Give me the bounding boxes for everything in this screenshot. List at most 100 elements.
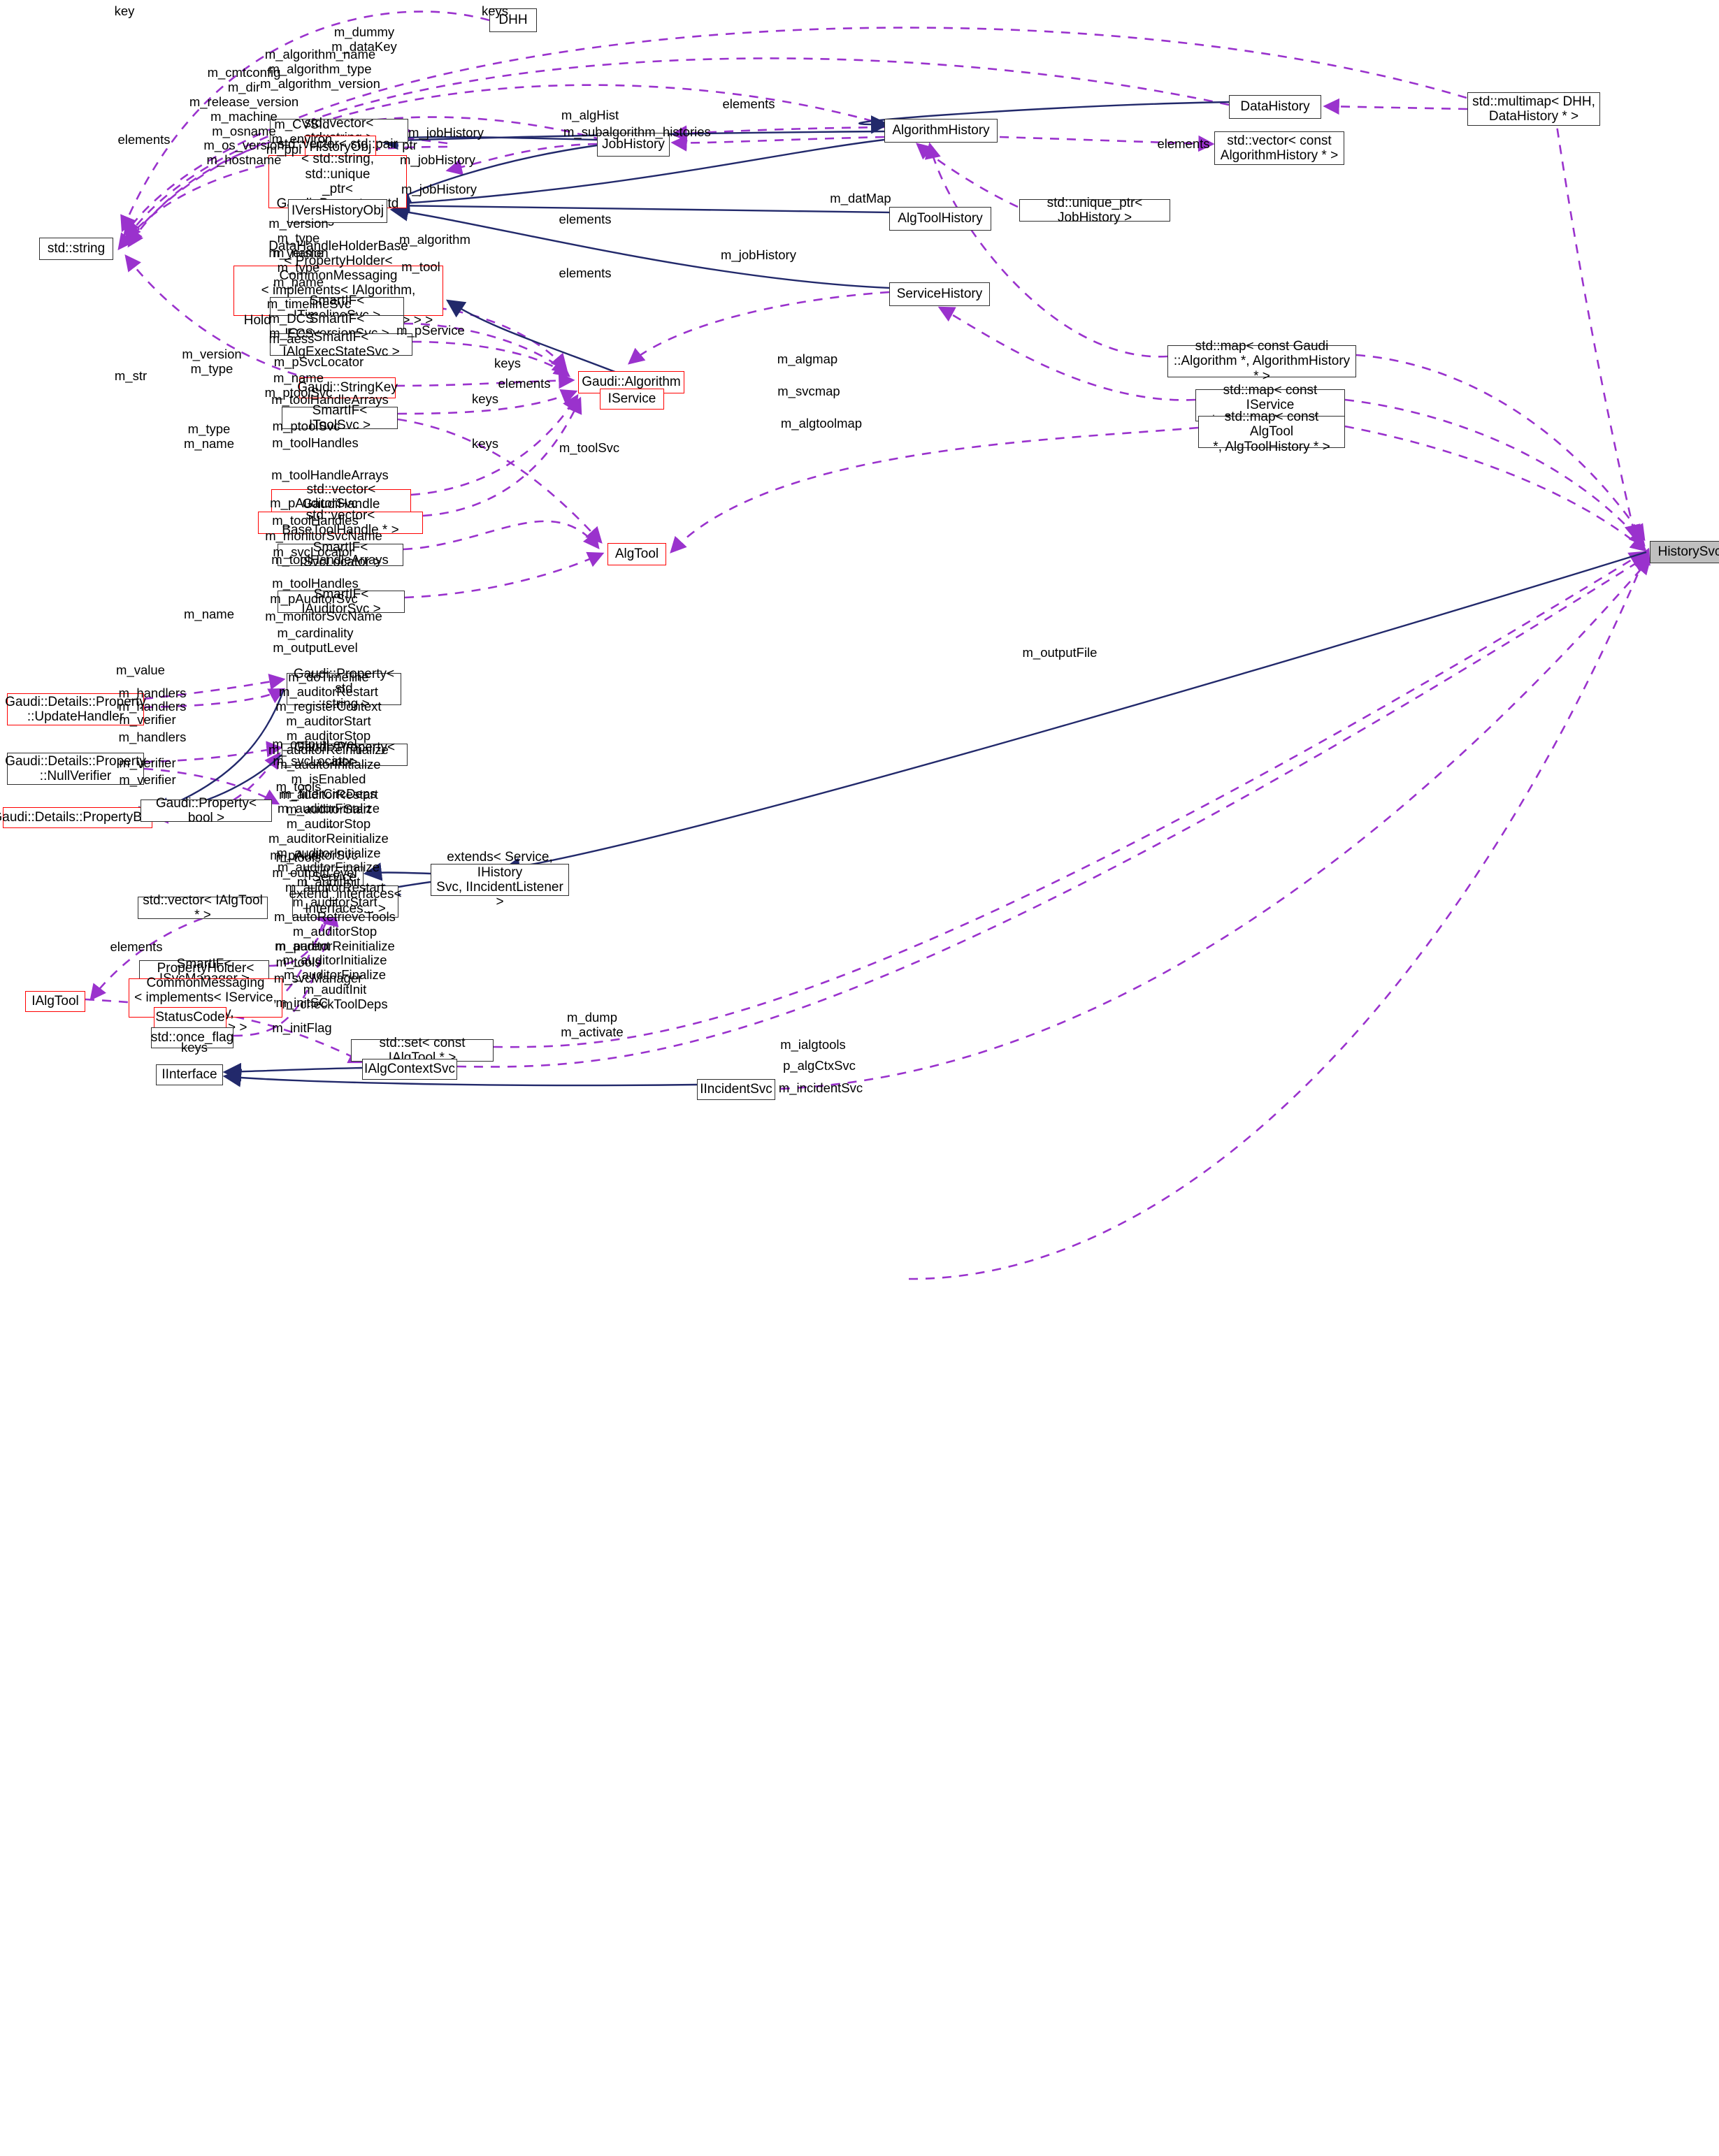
- edge-label-l-tools-2: m_tools: [275, 850, 322, 864]
- edge-label-l-svcmap: m_svcmap: [777, 384, 840, 398]
- edge-label-l-timelinesvc: m_timelineSvc: [266, 296, 352, 311]
- class-node-label: AlgTool: [614, 547, 659, 562]
- class-node-label: IInterface: [161, 1067, 217, 1083]
- edge-label-l-key: key: [114, 3, 135, 18]
- edge-label-l-pservice: m_pService: [396, 323, 465, 338]
- class-node-label: Gaudi::Property< int >: [294, 739, 396, 769]
- class-node-vec_basetool[interactable]: std::vector< BaseToolHandle * >: [258, 508, 423, 537]
- class-node-historysvc[interactable]: HistorySvc: [1650, 541, 1719, 563]
- edge-label-l-handlers-3: m_handlers: [118, 730, 187, 744]
- class-node-ialgtool[interactable]: IAlgTool: [25, 991, 85, 1012]
- class-node-extends_service[interactable]: extends< Service, IHistory Svc, IInciden…: [431, 850, 569, 909]
- edge-label-l-toolhandlearr-1: m_toolHandleArrays: [271, 392, 389, 407]
- class-node-statuscode[interactable]: StatusCode: [154, 1007, 226, 1028]
- class-node-label: Gaudi::Algorithm: [582, 375, 681, 390]
- class-node-label: Gaudi::Details::Property ::UpdateHandler: [5, 694, 146, 724]
- edge-label-l-tools-3: m_tools: [275, 955, 322, 969]
- class-node-label: Service: [312, 870, 357, 885]
- class-node-label: AlgorithmHistory: [892, 123, 990, 138]
- class-node-label: SmartIF< ISvcLocator >: [299, 540, 382, 570]
- class-node-label: Gaudi::Details::Property ::NullVerifier: [5, 753, 146, 783]
- class-node-smartif_toolsvc[interactable]: SmartIF< IToolSvc >: [282, 403, 398, 433]
- edge-label-l-ppl: m_ppl: [266, 142, 302, 157]
- edge-label-l-toolhandles-3: m_toolHandles: [272, 576, 359, 591]
- edge-label-l-type-name-1: m_type m_name: [184, 421, 234, 451]
- edge-label-l-outputlevel-2: m_outputLevel: [272, 865, 357, 880]
- class-node-service[interactable]: Service: [305, 867, 364, 889]
- edge-label-l-verifier-3: m_verifier: [119, 772, 176, 787]
- class-node-label: std::unique_ptr< JobHistory >: [1046, 195, 1143, 225]
- edge-label-l-svclocator-1: m_svcLocator: [273, 544, 354, 559]
- edge-label-l-name-2: m_name: [184, 607, 234, 621]
- class-node-smartif_auditor[interactable]: SmartIF< IAuditorSvc >: [278, 587, 405, 616]
- class-node-algtoolhistory[interactable]: AlgToolHistory: [889, 207, 991, 231]
- edge-label-l-subalg: m_subalgorithm_histories: [563, 124, 711, 139]
- class-node-prop_int[interactable]: Gaudi::Property< int >: [282, 740, 408, 769]
- edge-label-l-toolsvc: m_toolSvc: [559, 440, 620, 455]
- class-node-uptr_jobhistory[interactable]: std::unique_ptr< JobHistory >: [1019, 196, 1170, 225]
- class-node-iincidentsvc[interactable]: IIncidentSvc: [697, 1079, 775, 1100]
- edge-label-l-elements-ialgtool: elements: [110, 939, 163, 954]
- edge-label-l-ptr: ptr: [402, 138, 417, 152]
- edge-label-l-algctxsvc: p_algCtxSvc: [783, 1058, 856, 1073]
- edge-label-l-keys-1: keys: [494, 356, 522, 370]
- class-node-vec_ialgtool[interactable]: std::vector< IAlgTool * >: [138, 893, 268, 923]
- class-node-iinterface[interactable]: IInterface: [156, 1064, 223, 1085]
- class-node-map_alg_hist[interactable]: std::map< const Gaudi ::Algorithm *, Alg…: [1167, 339, 1356, 384]
- class-node-label: DHH: [498, 13, 528, 28]
- edge-label-l-svclocator-2: m_svcLocator: [273, 753, 354, 768]
- edge-label-l-keys-top: keys: [481, 3, 509, 18]
- class-node-label: AlgToolHistory: [898, 211, 983, 226]
- class-node-prop_updhandler[interactable]: Gaudi::Details::Property ::UpdateHandler: [5, 693, 146, 725]
- class-node-label: std::vector< BaseToolHandle * >: [282, 507, 399, 537]
- class-node-iservice[interactable]: IService: [600, 389, 664, 410]
- edge-label-l-toolhandles-1: m_toolHandles: [272, 435, 359, 450]
- class-node-servicehistory[interactable]: ServiceHistory: [889, 282, 990, 306]
- class-node-algtool[interactable]: AlgTool: [607, 543, 666, 565]
- edge-label-l-psvclocator: m_pSvcLocator: [273, 354, 364, 369]
- class-node-prop_base[interactable]: Gaudi::Details::PropertyBase: [0, 807, 164, 828]
- edge-label-l-svcmanager: m_svcManager: [273, 971, 363, 985]
- edge-label-l-ver3: m_version m_type: [182, 347, 242, 376]
- class-node-prop_bool[interactable]: Gaudi::Property< bool >: [141, 796, 272, 825]
- class-node-ialgcontextsvc[interactable]: IAlgContextSvc: [362, 1059, 457, 1080]
- class-node-multimap_dhh[interactable]: std::multimap< DHH, DataHistory * >: [1467, 92, 1600, 126]
- edge-label-l-jobhist-4: m_jobHistory: [721, 247, 796, 262]
- edge-label-l-datmap: m_datMap: [830, 191, 891, 205]
- class-node-algorithmhistory[interactable]: AlgorithmHistory: [884, 119, 998, 143]
- edge-label-l-parent: m_parent: [275, 939, 331, 953]
- class-node-prop_string[interactable]: Gaudi::Property< std ::string >: [287, 667, 401, 711]
- class-node-map_algtool_hist[interactable]: std::map< const AlgTool *, AlgToolHistor…: [1198, 410, 1345, 454]
- edge-label-l-incidentsvc: m_incidentSvc: [778, 1080, 863, 1095]
- edge-label-l-elements-svc: elements: [559, 266, 612, 280]
- edge-label-l-toolhandles-2: m_toolHandles: [272, 513, 359, 528]
- class-node-label: std::map< const AlgTool *, AlgToolHistor…: [1213, 410, 1330, 454]
- edge-label-l-alghist: m_algHist: [561, 108, 619, 122]
- class-node-label: Gaudi::Property< std ::string >: [293, 667, 395, 711]
- edge-label-l-ialgtools: m_ialgtools: [780, 1037, 846, 1052]
- class-node-datahistory[interactable]: DataHistory: [1229, 95, 1321, 119]
- edge-label-l-algorithm: m_algorithm: [399, 232, 470, 247]
- class-node-smartif_svcloc[interactable]: SmartIF< ISvcLocator >: [278, 540, 403, 570]
- class-node-label: std::string: [47, 241, 106, 256]
- edge-label-l-initsc: m_initSC: [275, 995, 329, 1010]
- edge-label-l-aess: m_aess: [268, 331, 315, 346]
- class-node-label: DataHistory: [1240, 99, 1310, 115]
- class-node-prop_nullverif[interactable]: Gaudi::Details::Property ::NullVerifier: [5, 753, 146, 785]
- class-node-label: std::vector< IAlgTool * >: [143, 892, 263, 923]
- class-node-std_string[interactable]: std::string: [39, 238, 113, 260]
- edge-label-l-initflag: m_initFlag: [272, 1020, 332, 1035]
- class-node-vec_alghist[interactable]: std::vector< const AlgorithmHistory * >: [1214, 131, 1344, 165]
- edge-label-l-toolhandlearr-2: m_toolHandleArrays: [271, 468, 389, 482]
- class-node-label: IService: [607, 391, 656, 407]
- edge-label-l-keys-bottom: keys: [180, 1040, 208, 1055]
- edge-label-l-tools-1: m_tools: [275, 779, 322, 794]
- class-node-label: SmartIF< IAuditorSvc >: [301, 586, 381, 616]
- edge-label-l-dotimeline: m_doTimeline m_auditorRestart m_register…: [268, 670, 389, 830]
- edge-label-l-value: m_value: [116, 663, 165, 677]
- edge-label-l-monitorsvc-1: m_monitorSvcName: [265, 528, 382, 543]
- edge-label-l-dump: m_dump m_activate: [561, 1010, 624, 1039]
- edge-label-l-verifier-1: m_verifier: [119, 712, 176, 727]
- class-node-label: std::vector< const AlgorithmHistory * >: [1220, 133, 1339, 163]
